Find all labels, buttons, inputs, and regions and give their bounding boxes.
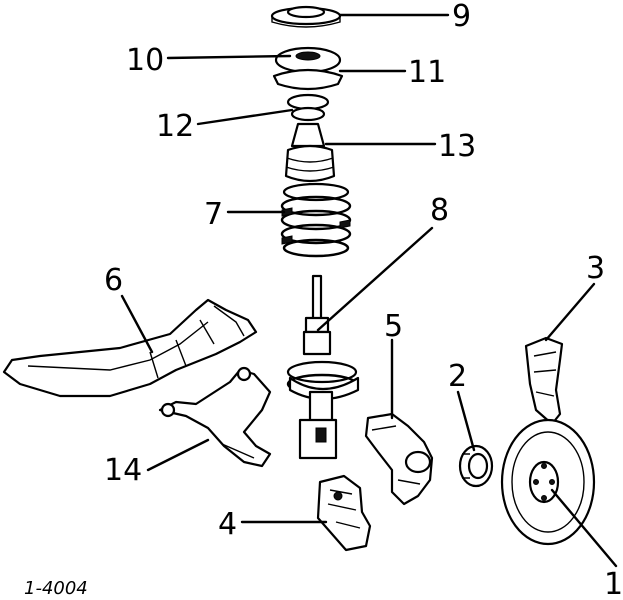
part-5-knuckle bbox=[364, 412, 434, 506]
callout-14: 14 bbox=[104, 453, 142, 488]
leader-6 bbox=[120, 294, 154, 354]
leader-12 bbox=[196, 108, 294, 126]
callout-2: 2 bbox=[448, 359, 467, 394]
part-4-caliper bbox=[316, 474, 372, 552]
part-13-dust-boot bbox=[284, 122, 336, 183]
leader-10 bbox=[166, 54, 292, 60]
part-7-coil-spring bbox=[280, 182, 352, 258]
callout-8: 8 bbox=[430, 193, 449, 228]
part-14-control-arm bbox=[158, 366, 272, 468]
callout-11: 11 bbox=[408, 55, 446, 90]
callout-6: 6 bbox=[104, 263, 123, 298]
figure-id: 1-4004 bbox=[24, 578, 88, 599]
callout-5: 5 bbox=[384, 309, 403, 344]
callout-7: 7 bbox=[204, 197, 223, 232]
leader-14 bbox=[146, 438, 210, 472]
callout-1: 1 bbox=[604, 567, 623, 600]
part-6-crossmember bbox=[2, 298, 258, 398]
callout-10: 10 bbox=[126, 43, 164, 78]
callout-13: 13 bbox=[438, 129, 476, 164]
part-10-11-bearing-seat bbox=[272, 46, 344, 91]
callout-12: 12 bbox=[156, 109, 194, 144]
part-9-upper-mount bbox=[270, 5, 342, 28]
part-1-rotor bbox=[500, 418, 596, 546]
callout-9: 9 bbox=[452, 0, 471, 34]
part-3-splash-shield bbox=[524, 336, 564, 426]
leader-2 bbox=[456, 390, 476, 452]
part-8-strut bbox=[286, 274, 360, 460]
leader-lines bbox=[120, 13, 618, 568]
leader-1 bbox=[550, 488, 618, 568]
callout-labels: 9 10 11 12 13 7 8 6 3 5 2 14 4 1 1-4004 bbox=[24, 0, 623, 600]
callout-4: 4 bbox=[218, 507, 237, 542]
leader-3 bbox=[544, 282, 596, 342]
part-12-insulator bbox=[286, 93, 330, 122]
callout-3: 3 bbox=[586, 251, 605, 286]
leader-8 bbox=[316, 226, 434, 332]
part-2-hub-bearing bbox=[458, 444, 494, 488]
